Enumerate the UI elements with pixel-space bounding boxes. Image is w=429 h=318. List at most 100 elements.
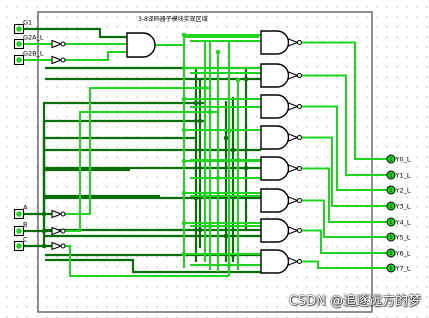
output-pin-label: Y0_L: [395, 156, 411, 164]
input-pin-b[interactable]: B: [13, 221, 28, 237]
not-gate-g2a[interactable]: [51, 39, 63, 49]
input-pin-c[interactable]: C: [13, 236, 29, 252]
junction-dot: [181, 96, 187, 102]
not-gate-g2b-bubble: [60, 57, 66, 63]
watermark: CSDN @追逐远方的梦: [288, 294, 421, 309]
wire-y3: [301, 136, 387, 207]
and-gate-y3[interactable]: [260, 125, 290, 150]
not-gate-out-0[interactable]: [287, 38, 300, 47]
output-pin-label: Y1_L: [395, 172, 411, 180]
junction-dot: [230, 147, 236, 153]
wire-y5: [301, 199, 387, 238]
input-pin-g2b-l[interactable]: G2B_L: [13, 50, 44, 66]
junction-dot: [207, 223, 213, 229]
components: [51, 30, 302, 274]
junction-dot: [193, 100, 199, 106]
svg-text:1: 1: [389, 251, 392, 257]
input-pin-label: G1: [23, 19, 32, 27]
not-gate-out-2-bubble: [297, 104, 302, 109]
and-gate-y5[interactable]: [260, 188, 290, 213]
not-gate-out-1-bubble: [297, 73, 302, 78]
not-gate-out-3[interactable]: [287, 133, 300, 142]
not-gate-out-4-bubble: [297, 166, 302, 171]
not-gate-a[interactable]: [51, 209, 63, 219]
input-pin-g1[interactable]: G1: [13, 19, 33, 35]
junction-dot: [181, 32, 187, 38]
not-gate-b-bubble: [60, 228, 66, 234]
region-title: 3-8译码器子模块实现区域: [138, 15, 208, 23]
input-pin-label: G2A_L: [23, 34, 44, 42]
junction-dot: [243, 165, 249, 171]
not-gate-a-bubble: [60, 211, 66, 217]
output-pin-label: Y4_L: [395, 219, 411, 227]
input-pin-label: G2B_L: [23, 50, 44, 58]
and-gate-y4[interactable]: [260, 156, 290, 181]
rail-b-inv: [65, 111, 218, 232]
input-pin-label: A: [23, 204, 28, 212]
junction-dot: [223, 135, 229, 141]
junction-dot: [223, 233, 229, 239]
junction-dot: [181, 158, 187, 164]
not-gate-out-2[interactable]: [287, 102, 300, 111]
not-gate-out-6-bubble: [297, 228, 302, 233]
output-pin-label: Y6_L: [395, 250, 411, 258]
not-gate-out-5[interactable]: [287, 196, 300, 205]
input-pin-label: C: [23, 236, 28, 244]
junction-dot: [235, 77, 241, 83]
junction-dot: [197, 227, 203, 233]
junction-dot: [207, 109, 213, 115]
not-gate-out-5-bubble: [297, 198, 302, 203]
junction-dot: [226, 262, 232, 268]
junction-dot: [202, 193, 208, 199]
not-gate-b[interactable]: [51, 226, 63, 236]
rail-low-bottom: [45, 258, 261, 274]
not-gate-out-0-bubble: [297, 40, 302, 45]
not-gate-out-6[interactable]: [287, 226, 300, 235]
junction-dot: [181, 220, 187, 226]
wire-enable: [155, 37, 185, 46]
rail-c-inv: [65, 245, 229, 277]
input-pin-g2a-l[interactable]: G2A_L: [13, 34, 44, 50]
junction-dot: [181, 251, 187, 257]
not-gate-out-4[interactable]: [287, 164, 300, 173]
output-pin-label: Y5_L: [395, 234, 411, 242]
wire-y7: [301, 260, 387, 269]
and-gate-y7[interactable]: [260, 249, 290, 274]
not-gate-g2b[interactable]: [51, 55, 63, 65]
not-gate-out-1[interactable]: [287, 71, 300, 80]
output-pin-label: Y7_L: [395, 265, 411, 273]
output-pin-label: Y2_L: [395, 187, 411, 195]
and-gate-y6[interactable]: [260, 218, 290, 243]
rail-a-inv: [65, 87, 210, 215]
junction-dot: [235, 157, 241, 163]
not-gate-out-7[interactable]: [287, 257, 300, 266]
output-pin-label: Y3_L: [395, 203, 411, 211]
and-gate-y0[interactable]: [260, 30, 290, 55]
not-gate-out-3-bubble: [297, 135, 302, 140]
junction-dot: [181, 190, 187, 196]
and-gate-y1[interactable]: [260, 63, 290, 88]
and-gate-enable[interactable]: [126, 32, 156, 58]
high-wires: [24, 32, 387, 277]
not-gate-g2a-bubble: [60, 41, 66, 47]
and-gate-y2[interactable]: [260, 94, 290, 119]
svg-text:1: 1: [389, 235, 392, 241]
junction-dot: [226, 128, 232, 134]
wire-y0: [301, 41, 387, 160]
svg-text:1: 1: [389, 204, 392, 210]
junction-dot: [202, 85, 208, 91]
not-gate-c[interactable]: [51, 241, 63, 251]
not-gate-out-7-bubble: [297, 259, 302, 264]
input-pin-a[interactable]: A: [13, 204, 29, 220]
wire-y4: [301, 167, 387, 223]
